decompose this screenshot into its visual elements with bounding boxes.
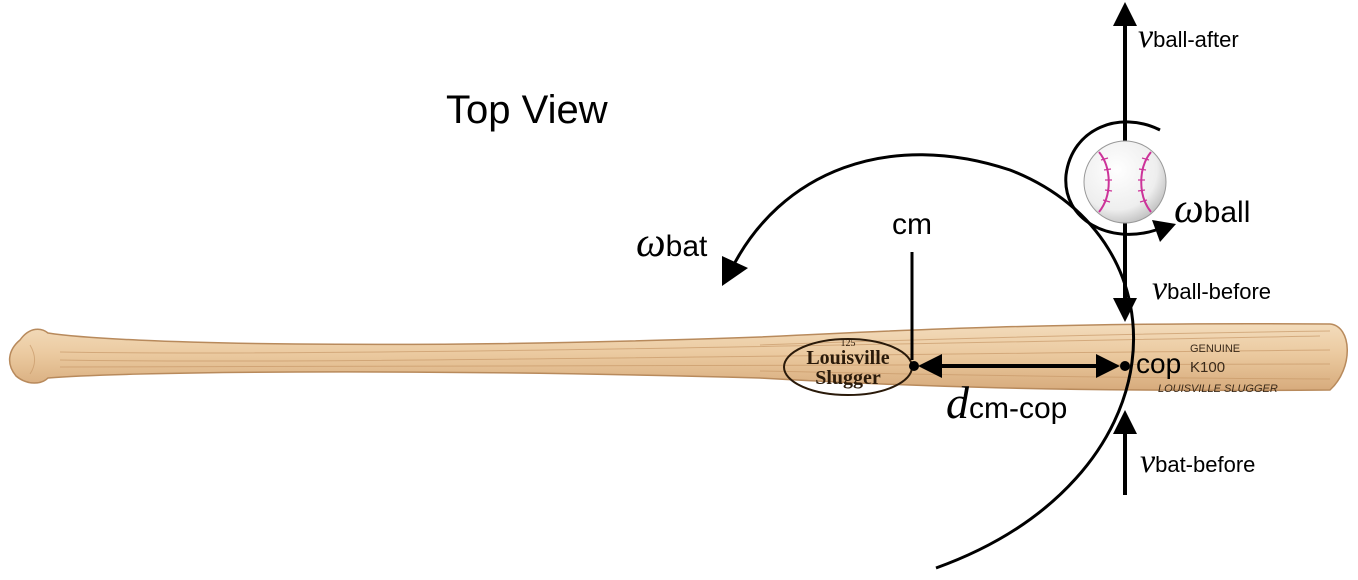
v-ball-after-label: vball-after — [1138, 20, 1239, 54]
cm-label: cm — [892, 208, 932, 241]
cm-point — [909, 361, 919, 371]
d-cm-cop-left-arrowhead — [918, 354, 942, 378]
v-bat-before-symbol: v — [1140, 443, 1156, 480]
bat-rotation-arc — [728, 153, 1136, 570]
bat-logo-model: K100 — [1190, 359, 1225, 376]
baseball — [1083, 140, 1167, 224]
d-cm-cop-label: dcm-cop — [946, 380, 1067, 426]
d-cm-cop-right-arrowhead — [1096, 354, 1120, 378]
v-bat-before-subscript: bat-before — [1155, 452, 1256, 477]
v-ball-after-arrowhead — [1113, 2, 1137, 26]
omega-bat-subscript: bat — [665, 230, 708, 263]
bat-logo-genuine: GENUINE — [1190, 343, 1240, 355]
v-ball-after-subscript: ball-after — [1153, 27, 1239, 52]
v-bat-before-label: vbat-before — [1140, 445, 1255, 479]
d-cm-cop-subscript: cm-cop — [969, 392, 1068, 425]
omega-ball-symbol: ω — [1174, 186, 1204, 232]
v-ball-before-label: vball-before — [1152, 272, 1271, 306]
omega-ball-subscript: ball — [1203, 196, 1251, 229]
diagram-title: Top View — [446, 88, 608, 132]
v-ball-after-symbol: v — [1138, 18, 1154, 55]
omega-ball-label: ωball — [1174, 188, 1250, 230]
bat-logo-brand-caps: LOUISVILLE SLUGGER — [1158, 383, 1278, 395]
bat-grain — [29, 330, 1331, 380]
cop-label: cop — [1136, 348, 1182, 379]
v-ball-before-symbol: v — [1152, 270, 1168, 307]
bat-logo-brand-line1: Louisville — [806, 347, 889, 369]
bat-logo-brand-line2: Slugger — [815, 367, 881, 389]
ball-spin-arrowhead — [1152, 220, 1176, 242]
baseball-bat: 125 Louisville Slugger GENUINE K100 LOUI… — [8, 322, 1348, 396]
v-ball-before-arrowhead — [1113, 298, 1137, 322]
cop-point — [1120, 361, 1130, 371]
omega-bat-label: ωbat — [636, 222, 707, 264]
ball-spin-arc — [1064, 120, 1161, 236]
bat-logo-number: 125 — [841, 338, 856, 349]
v-bat-before-arrowhead — [1113, 410, 1137, 434]
bat-rotation-arrowhead — [722, 256, 748, 286]
v-ball-before-subscript: ball-before — [1167, 279, 1272, 304]
omega-bat-symbol: ω — [636, 220, 666, 266]
d-cm-cop-symbol: d — [946, 377, 969, 428]
